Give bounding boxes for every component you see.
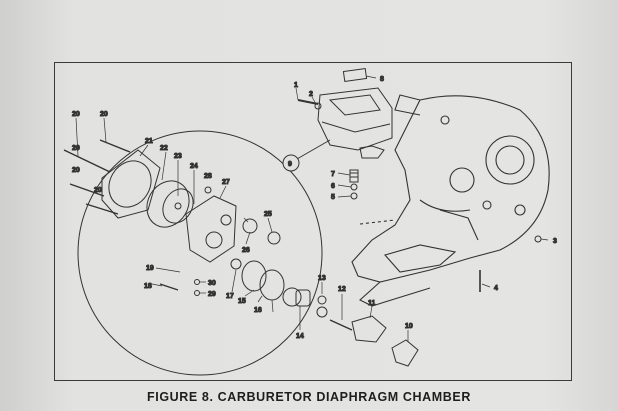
callout-24: 24 <box>190 163 198 170</box>
callout-16: 16 <box>254 307 262 314</box>
figure-frame <box>54 62 572 381</box>
callout-21: 21 <box>145 138 153 145</box>
callout-17: 17 <box>226 293 234 300</box>
callout-5: 5 <box>331 194 335 201</box>
diaphragm <box>146 180 194 228</box>
callout-labels: 1 2 3 4 5 6 7 8 9 10 11 12 13 14 15 16 1… <box>72 76 558 341</box>
callout-23: 23 <box>174 153 182 160</box>
leader-lines <box>75 75 549 342</box>
callout-7: 7 <box>331 171 335 178</box>
nut-3 <box>534 235 542 243</box>
callout-12: 12 <box>338 286 346 293</box>
callout-15: 15 <box>238 298 246 305</box>
callout-11: 11 <box>368 300 376 307</box>
callout-14: 14 <box>296 333 304 340</box>
callout-27: 27 <box>222 179 230 186</box>
fuel-fitting <box>317 295 419 367</box>
callout-20e: 20 <box>94 187 102 194</box>
callout-1: 1 <box>294 82 298 89</box>
callout-30: 30 <box>208 280 216 287</box>
callout-9: 9 <box>288 161 292 168</box>
callout-18: 18 <box>144 283 152 290</box>
callout-2: 2 <box>309 91 313 98</box>
callout-25: 25 <box>264 211 272 218</box>
callout-20a: 20 <box>72 111 80 118</box>
callout-20c: 20 <box>72 145 80 152</box>
callout-4: 4 <box>494 285 498 292</box>
callout-10: 10 <box>405 323 413 330</box>
chamber-assembly <box>297 67 393 159</box>
crankcase-housing <box>351 94 550 307</box>
callout-13: 13 <box>318 275 326 282</box>
callout-8: 8 <box>380 76 384 83</box>
callout-3: 3 <box>553 238 557 245</box>
spring-assembly <box>349 169 359 200</box>
callout-9-ring <box>282 154 300 172</box>
callout-22: 22 <box>160 145 168 152</box>
callout-28: 28 <box>204 173 212 180</box>
detail-circle <box>77 130 323 376</box>
callout-20d: 20 <box>72 167 80 174</box>
figure-caption: FIGURE 8. CARBURETOR DIAPHRAGM CHAMBER <box>147 390 471 404</box>
adjust-screw <box>159 279 200 296</box>
callout-6: 6 <box>331 183 335 190</box>
cover-plate <box>63 139 161 219</box>
callout-19: 19 <box>146 265 154 272</box>
callout-29: 29 <box>208 291 216 298</box>
callout-26: 26 <box>242 247 250 254</box>
callout-20b: 20 <box>100 111 108 118</box>
filter-stack <box>230 258 328 318</box>
chamber-body <box>185 186 281 263</box>
